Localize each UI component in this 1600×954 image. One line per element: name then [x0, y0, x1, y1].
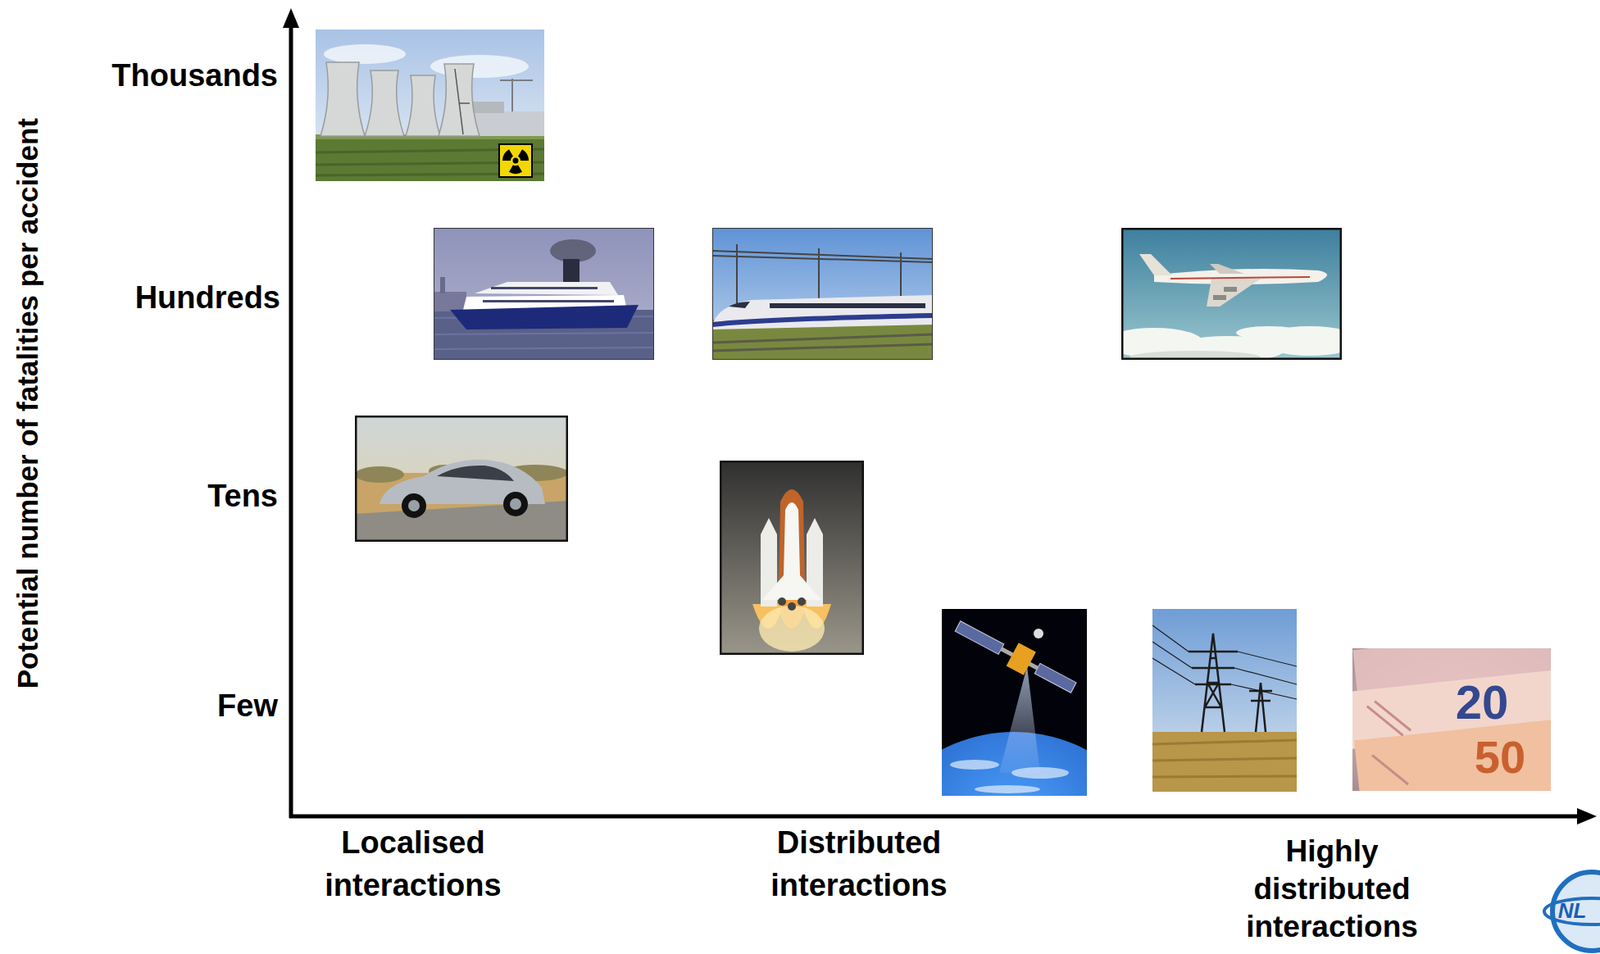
sports-car-photo — [354, 415, 569, 542]
x-axis-label: Highly distributed interactions — [1213, 832, 1451, 946]
banknotes-photo — [1336, 628, 1574, 815]
logo-text: NL — [1558, 899, 1587, 924]
organisation-logo — [1544, 872, 1600, 951]
space-shuttle-photo — [719, 460, 864, 655]
y-tick-label: Few — [217, 688, 278, 725]
y-tick-label: Hundreds — [135, 280, 281, 317]
airliner-photo — [1104, 227, 1360, 364]
power-pylon-photo — [1152, 609, 1297, 792]
y-axis-title: Potential number of fatalities per accid… — [11, 118, 45, 689]
y-tick-label: Tens — [207, 478, 278, 515]
banknote-number: 20 — [1455, 675, 1510, 731]
ferry-photo — [433, 227, 655, 360]
x-axis-label: Localised interactions — [286, 821, 541, 907]
high-speed-train-photo — [712, 227, 933, 360]
x-axis-label: Distributed interactions — [731, 821, 987, 907]
y-tick-label: Thousands — [111, 58, 278, 95]
banknote-number: 50 — [1474, 731, 1526, 784]
axes — [282, 8, 1597, 825]
nuclear-plant-photo — [315, 29, 545, 182]
